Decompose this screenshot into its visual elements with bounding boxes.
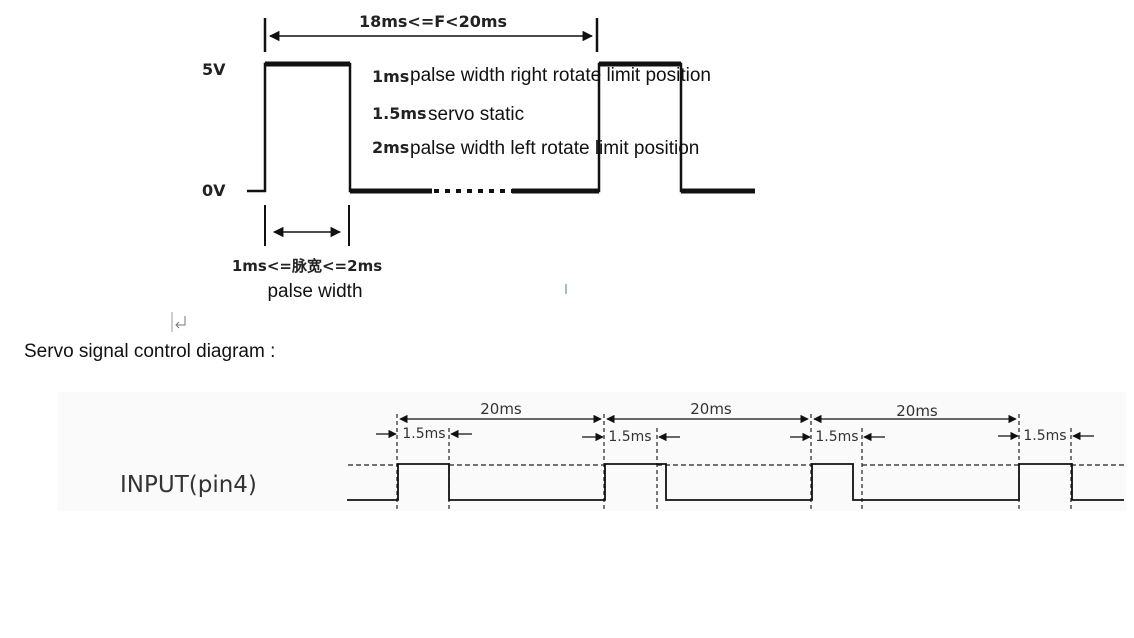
paragraph-return-icon [175, 316, 186, 329]
input-signal-diagram: INPUT(pin4) 20ms 20ms 20ms [58, 392, 1126, 511]
pulse-arrows [376, 429, 1094, 442]
period-label: 18ms<=F<20ms [359, 12, 507, 31]
legend-duration-3: 2ms [372, 138, 409, 157]
signal-label: INPUT(pin4) [120, 472, 257, 498]
legend-duration-2: 1.5ms [372, 104, 427, 123]
pulse-caption: palse width [267, 281, 362, 302]
legend-duration-1: 1ms [372, 67, 409, 86]
legend-text-3: palse width left rotate limit position [410, 138, 699, 159]
legend-text-1: palse width right rotate limit position [410, 65, 711, 86]
voltage-low-label: 0V [202, 181, 226, 200]
diagram-caption: Servo signal control diagram : [24, 341, 275, 362]
input-waveform [347, 463, 1124, 501]
legend-text-2: servo static [428, 104, 524, 125]
diagram-panel [58, 392, 1126, 511]
period-label-1: 20ms [480, 400, 522, 418]
pwm-timing-diagram: 18ms<=F<20ms 5V 0V 1ms palse width right… [202, 12, 755, 302]
pulse-label-3: 1.5ms [815, 429, 858, 445]
voltage-high-label: 5V [202, 60, 226, 79]
period-label-3: 20ms [896, 402, 938, 420]
period-label-2: 20ms [690, 400, 732, 418]
pulse-label-4: 1.5ms [1023, 428, 1066, 444]
pulse-label-1: 1.5ms [402, 426, 445, 442]
pulse-label-2: 1.5ms [608, 429, 651, 445]
pulse-range-label: 1ms<=脉宽<=2ms [232, 257, 382, 275]
